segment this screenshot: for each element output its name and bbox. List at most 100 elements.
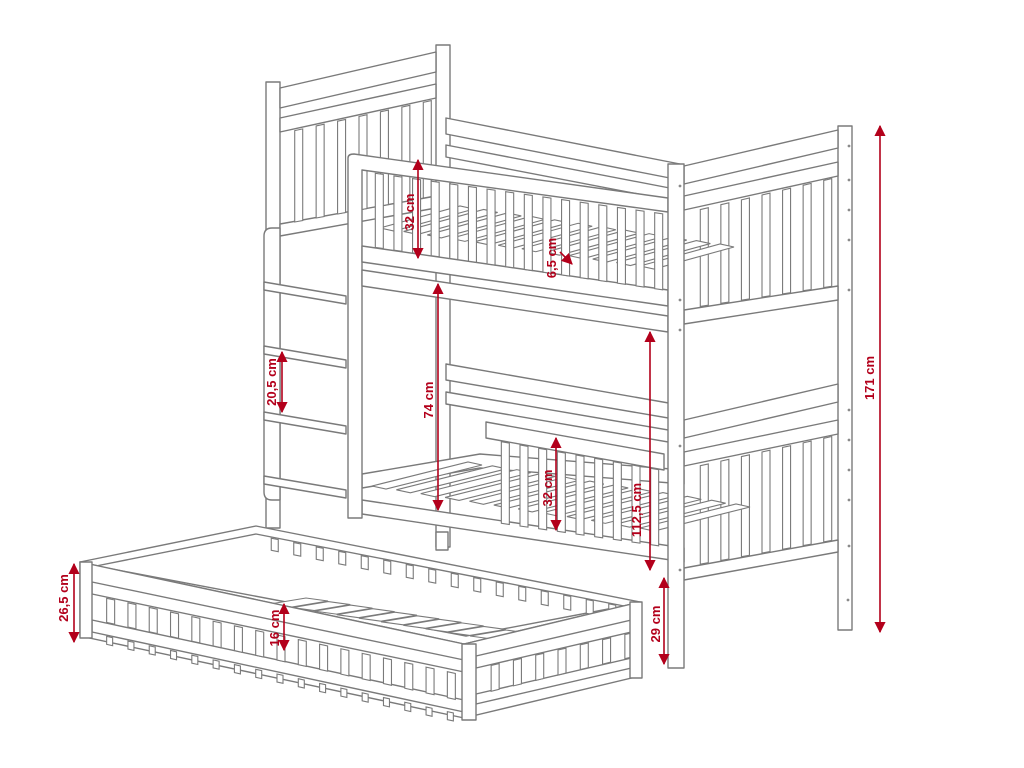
headboard-slat (315, 123, 325, 219)
footboard-slat (720, 202, 730, 304)
ladder-step (263, 475, 347, 499)
trundle-base-slat (381, 615, 440, 626)
dimension-lines (68, 124, 886, 666)
rail-slat (538, 447, 548, 531)
trundle-slat (495, 581, 504, 598)
trundle-slat (340, 687, 348, 699)
trundle-slat (319, 643, 329, 672)
rail-slat (486, 188, 496, 266)
rail-slat (598, 204, 608, 283)
trundle-slat (293, 541, 302, 557)
trundle-slat (106, 597, 116, 625)
footboard-slat (802, 440, 812, 547)
rail-slat (523, 193, 533, 272)
dim-upper-height-label: 112,5 cm (629, 483, 644, 537)
footboard-slat (699, 206, 709, 308)
trundle-slat (383, 559, 392, 575)
trundle-slat (297, 678, 305, 689)
bolt-hole (847, 408, 851, 412)
back-lower-rail (445, 363, 681, 445)
footboard-slat (761, 192, 771, 298)
bolt-hole (847, 468, 851, 472)
trundle-slat (490, 662, 500, 692)
trundle-slat (535, 652, 545, 682)
footboard-slat (761, 449, 771, 554)
rail-slat (612, 461, 622, 542)
headboard-slat (337, 118, 347, 215)
bolt-hole (678, 298, 682, 302)
rail-slat (374, 172, 384, 250)
bolt-hole (847, 208, 851, 212)
trundle-base-slat (358, 611, 417, 622)
footboard-slat (802, 182, 812, 292)
footboard-slat (782, 187, 792, 295)
headboard-slat (294, 128, 304, 223)
trundle-slat (127, 640, 135, 652)
trundle-slat (315, 546, 324, 562)
rail-slat (650, 467, 660, 547)
trundle-slat (255, 629, 265, 658)
trundle-slat (233, 625, 243, 654)
dim-clearance-label: 74 cm (421, 382, 436, 419)
rail-slat (505, 191, 515, 269)
front-posts (435, 144, 851, 669)
trundle-slat (276, 673, 284, 685)
ladder (263, 227, 347, 501)
trundle-slat (473, 576, 482, 593)
trundle-slat (405, 563, 414, 580)
trundle-base-slat (336, 608, 395, 619)
trundle-base-slat (403, 618, 462, 629)
rail-slat (500, 441, 510, 526)
dim-slat-gap-label: 6,5 cm (544, 238, 559, 278)
rail-slat (631, 464, 641, 544)
rail-slat (467, 185, 477, 263)
trundle-slat (127, 602, 137, 630)
rail-slat (561, 198, 571, 277)
dim-floor-label: 29 cm (648, 606, 663, 643)
trundle-slat (446, 671, 456, 701)
trundle-base-slat (425, 622, 484, 633)
trundle-slat (148, 606, 158, 635)
bolt-hole (847, 238, 851, 242)
right-headboard (683, 125, 853, 631)
trundle-base-slat (314, 604, 373, 615)
rail-slat (393, 175, 403, 252)
trundle-slat (540, 590, 549, 607)
footboard-slat (740, 197, 750, 301)
trundle-slat (512, 657, 522, 687)
dimension-labels: 32 cm 6,5 cm 20,5 cm 74 cm 32 cm 112,5 c… (56, 194, 877, 647)
dim-trundle-height-label: 26,5 cm (56, 574, 71, 622)
trundle-slat (361, 652, 371, 682)
bolt-hole (847, 144, 851, 148)
dim-ladder-step-label: 20,5 cm (264, 358, 279, 406)
trundle-slat (338, 550, 347, 566)
trundle-slat (382, 657, 393, 686)
trundle-slat (404, 661, 414, 691)
trundle-slat (518, 585, 527, 602)
rail-slat (594, 457, 604, 539)
dim-total-height-label: 171 cm (862, 356, 877, 400)
trundle-slat (148, 645, 156, 656)
rail-slat (635, 209, 645, 288)
trundle-slat (563, 594, 572, 611)
dim-slat-gap-line (559, 251, 573, 265)
trundle-slat (382, 696, 391, 708)
bolt-hole (847, 288, 851, 292)
rail-slat (654, 212, 664, 291)
trundle-base-slat (447, 625, 506, 637)
rail-slat (616, 206, 626, 285)
trundle-slat (319, 682, 327, 694)
trundle-slat (169, 649, 178, 661)
trundle-slat (557, 647, 567, 676)
trundle-slat (255, 668, 263, 680)
dim-lower-rail-label: 32 cm (540, 470, 555, 507)
bolt-hole (847, 498, 851, 502)
bolt-hole (678, 328, 682, 332)
trundle-slat (106, 635, 114, 647)
trundle-slat (212, 620, 222, 649)
trundle-slat (297, 638, 307, 668)
rail-slat (430, 180, 440, 258)
trundle-slat (425, 666, 435, 696)
rail-slat (579, 201, 589, 280)
